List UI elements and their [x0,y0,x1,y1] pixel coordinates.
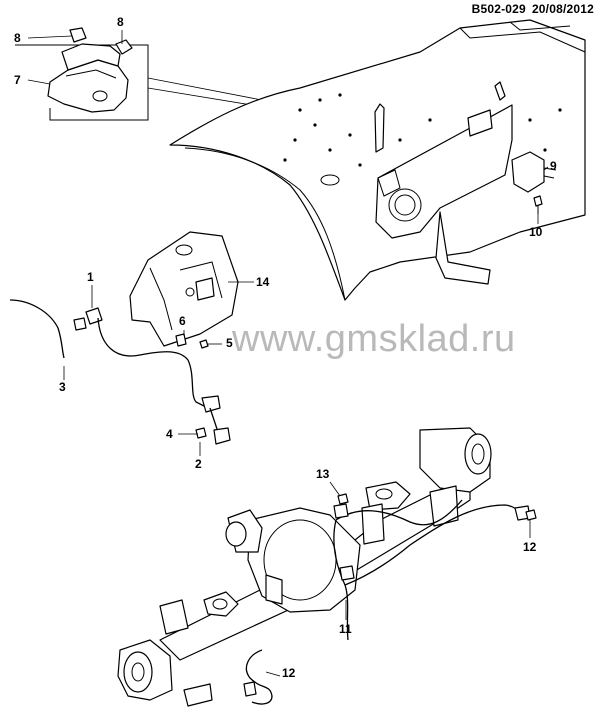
callout-2: 2 [195,457,202,471]
callout-8-right: 8 [117,15,124,29]
callout-7: 7 [14,73,21,87]
callout-4: 4 [166,427,173,441]
callout-12-upper: 12 [523,540,537,554]
callout-10: 10 [529,225,543,239]
callout-8-left: 8 [14,31,21,45]
callout-9: 9 [550,159,557,173]
brake-switch-part [511,151,557,193]
mount-bracket-part [47,27,133,113]
callout-3: 3 [59,380,66,394]
bolt-12-upper-part [525,509,537,521]
callout-12-lower: 12 [282,666,296,680]
callout-11: 11 [339,622,352,636]
callout-leader-lines [27,30,549,677]
watermark: www.gmsklad.ru [232,318,516,360]
diagram-date: 20/08/2012 [531,2,594,16]
harness-lower-wiring [243,499,531,705]
body-floor-panel [169,19,586,301]
callout-6: 6 [179,314,186,328]
screw-10-part [533,195,543,214]
rear-axle-part [117,427,492,707]
bolt-13-part [337,493,349,505]
diagram-header: B502-029 20/08/2012 [466,2,594,16]
callout-14: 14 [256,275,270,289]
diagram-code: B502-029 [471,2,526,16]
callout-5: 5 [226,336,233,350]
harness-upper-wiring [9,299,231,445]
sensor-bracket-part [129,231,239,347]
pedal-assembly-part [375,81,513,285]
callout-13: 13 [316,467,330,481]
callout-1: 1 [87,270,94,284]
